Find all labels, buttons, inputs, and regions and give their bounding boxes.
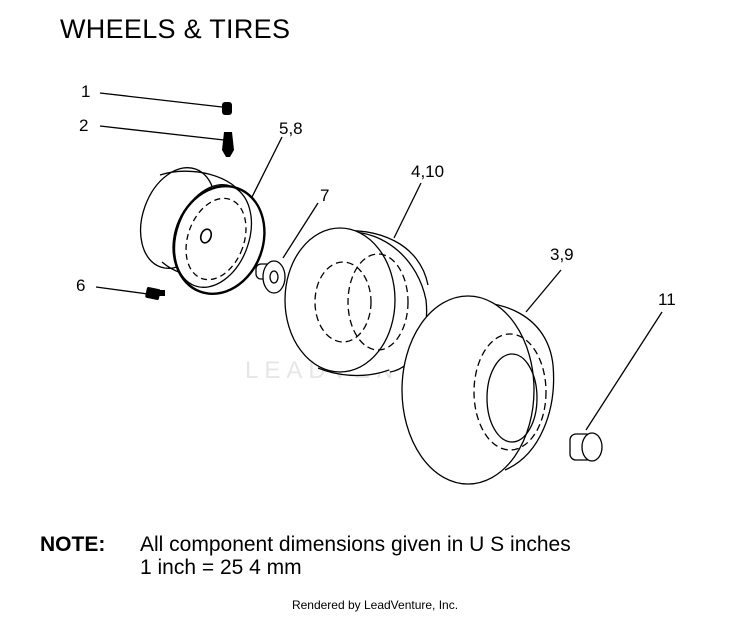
callout-11: 11 <box>658 290 676 309</box>
bolt-part <box>95 286 165 300</box>
rear-tire-part <box>401 269 562 485</box>
note-line-2: 1 inch = 25 4 mm <box>140 556 302 579</box>
callout-2: 2 <box>79 116 88 135</box>
callout-6: 6 <box>76 276 85 295</box>
hub-cap-part <box>569 311 663 462</box>
note-label: NOTE: <box>40 533 106 556</box>
bushing-part <box>255 202 319 294</box>
callout-3-9: 3,9 <box>550 245 574 264</box>
valve-cap-part <box>99 92 232 115</box>
dimensions-note: NOTE: All component dimensions given in U… <box>40 533 571 579</box>
callout-5-8: 5,8 <box>279 119 303 138</box>
callout-7: 7 <box>320 186 329 205</box>
note-line-1: All component dimensions given in U S in… <box>140 533 571 556</box>
callout-1: 1 <box>81 82 90 101</box>
front-tire-part <box>284 182 429 377</box>
footer-credit: Rendered by LeadVenture, Inc. <box>291 598 459 612</box>
page-title: WHEELS & TIRES <box>60 14 291 44</box>
valve-stem-part <box>99 125 234 157</box>
callout-4-10: 4,10 <box>411 162 444 181</box>
rim-hub-part <box>139 136 283 296</box>
